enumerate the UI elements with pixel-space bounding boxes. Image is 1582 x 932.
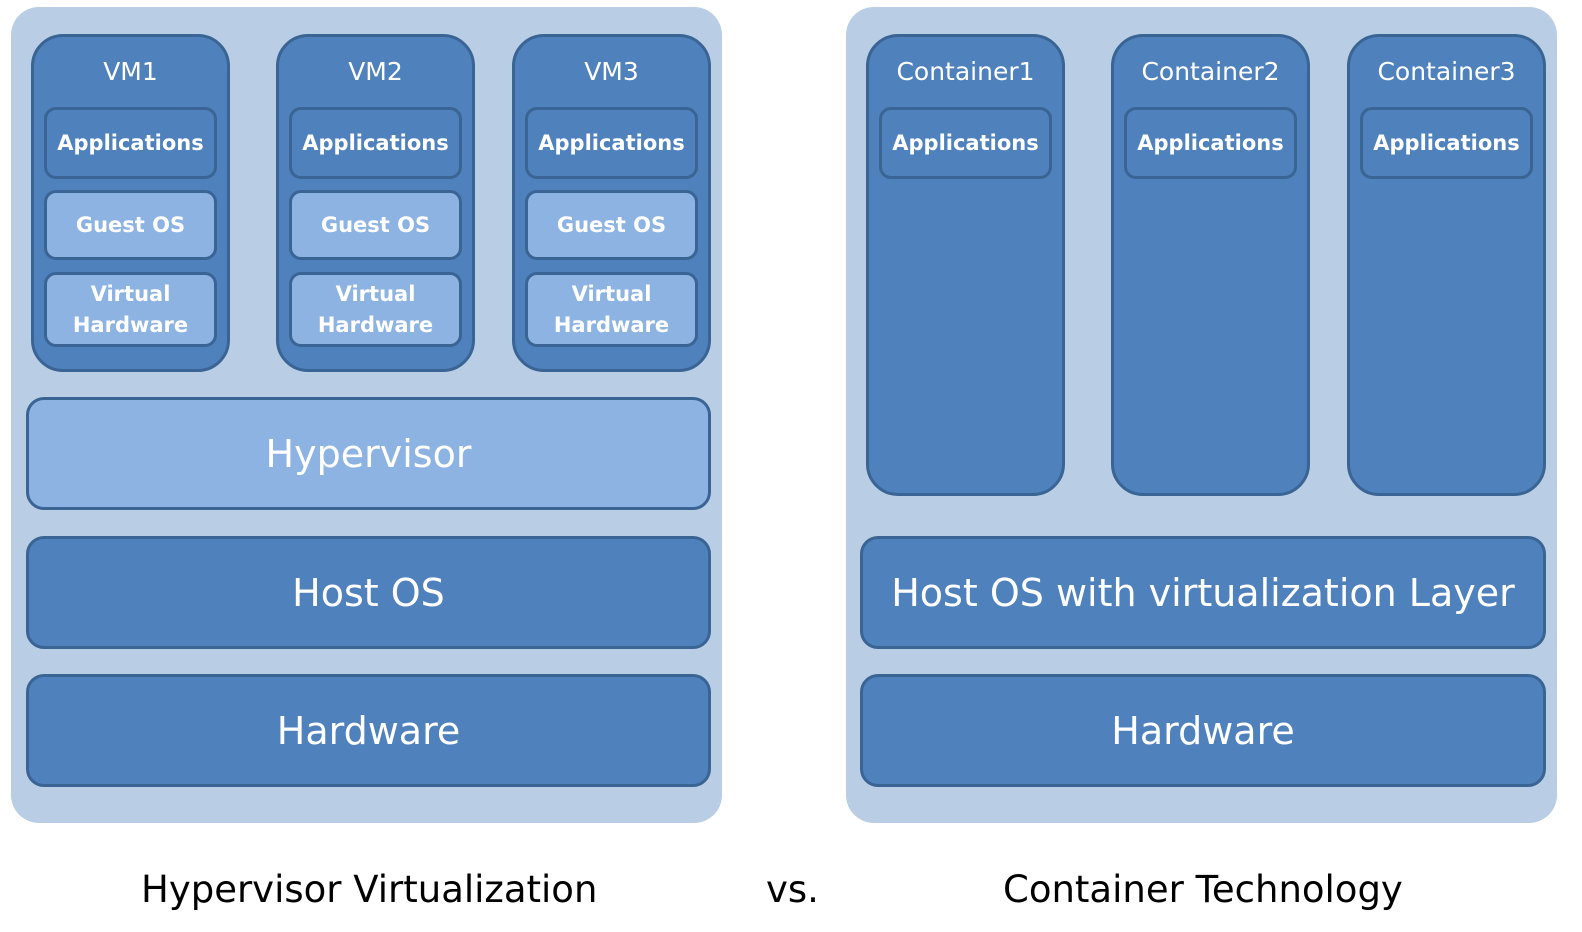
vm-3: VM3 Applications Guest OS Virtual Hardwa… [512, 34, 711, 372]
vm-1: VM1 Applications Guest OS Virtual Hardwa… [31, 34, 230, 372]
applications-block: Applications [1360, 107, 1533, 179]
applications-block: Applications [289, 107, 462, 179]
container-1: Container1 Applications [866, 34, 1065, 496]
hardware-layer: Hardware [26, 674, 711, 787]
vm-2: VM2 Applications Guest OS Virtual Hardwa… [276, 34, 475, 372]
vm-title: VM2 [348, 57, 403, 86]
container-title: Container3 [1377, 57, 1516, 86]
host-os-virtualization-layer: Host OS with virtualization Layer [860, 536, 1546, 649]
host-os-layer: Host OS [26, 536, 711, 649]
vs-label: vs. [766, 868, 819, 911]
applications-block: Applications [525, 107, 698, 179]
container-2: Container2 Applications [1111, 34, 1310, 496]
container-3: Container3 Applications [1347, 34, 1546, 496]
vm-title: VM1 [103, 57, 158, 86]
hypervisor-caption: Hypervisor Virtualization [141, 868, 598, 911]
virtual-hardware-block: Virtual Hardware [44, 272, 217, 347]
container-title: Container2 [1141, 57, 1280, 86]
applications-block: Applications [44, 107, 217, 179]
guest-os-block: Guest OS [44, 190, 217, 260]
vm-title: VM3 [584, 57, 639, 86]
hypervisor-layer: Hypervisor [26, 397, 711, 510]
container-title: Container1 [896, 57, 1035, 86]
guest-os-block: Guest OS [289, 190, 462, 260]
applications-block: Applications [879, 107, 1052, 179]
virtual-hardware-block: Virtual Hardware [525, 272, 698, 347]
virtual-hardware-block: Virtual Hardware [289, 272, 462, 347]
applications-block: Applications [1124, 107, 1297, 179]
container-caption: Container Technology [1003, 868, 1403, 911]
hardware-layer: Hardware [860, 674, 1546, 787]
guest-os-block: Guest OS [525, 190, 698, 260]
